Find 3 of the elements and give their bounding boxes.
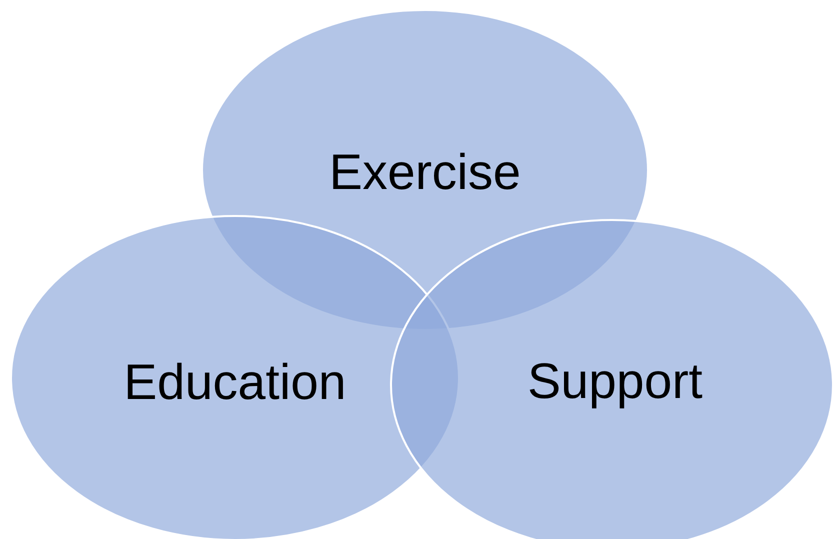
ellipse-label: Education xyxy=(122,353,348,411)
ellipse-label: Support xyxy=(526,352,704,410)
ellipse-label: Exercise xyxy=(328,143,522,201)
